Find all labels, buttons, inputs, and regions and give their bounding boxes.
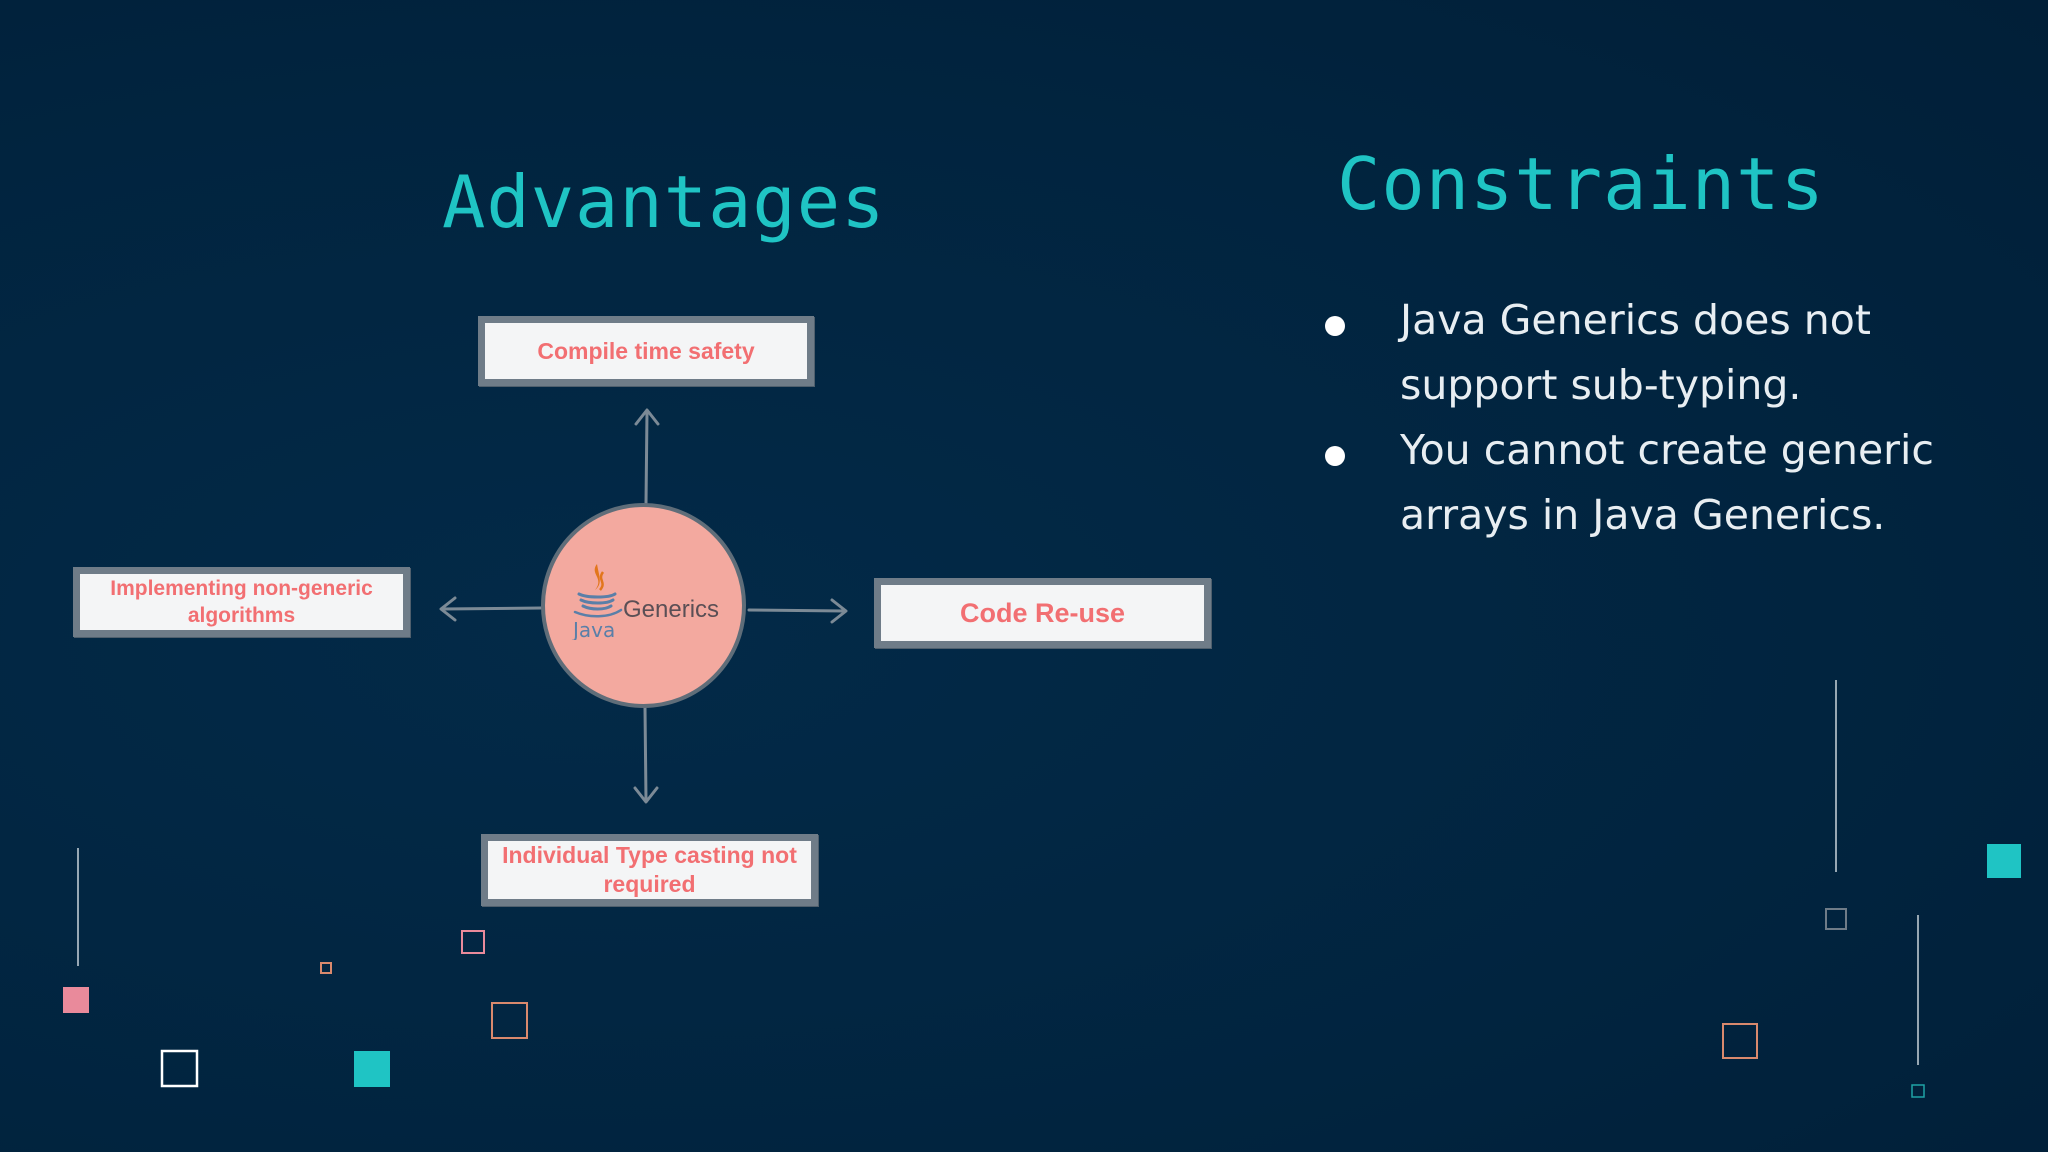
box-non-generic-algorithms: Implementing non-generic algorithms <box>73 567 410 637</box>
list-item-text: Java Generics does not support sub-typin… <box>1400 296 1871 409</box>
constraints-list: Java Generics does not support sub-typin… <box>1325 288 2025 548</box>
list-item: Java Generics does not support sub-typin… <box>1325 288 2025 418</box>
arrow-up-icon <box>634 408 660 505</box>
box-type-casting: Individual Type casting not required <box>481 834 818 906</box>
generics-hub <box>541 503 746 708</box>
constraints-title: Constraints <box>1337 142 1825 226</box>
arrow-right-icon <box>747 598 848 624</box>
list-item: You cannot create generic arrays in Java… <box>1325 418 2025 548</box>
arrow-left-icon <box>439 596 543 622</box>
hub-label: Generics <box>623 596 720 623</box>
advantages-title: Advantages <box>442 160 886 244</box>
java-logo-icon: Java <box>571 564 623 640</box>
list-item-text: You cannot create generic arrays in Java… <box>1400 426 1934 539</box>
box-compile-time-safety: Compile time safety <box>478 316 814 386</box>
bullet-icon <box>1325 446 1345 466</box>
box-code-reuse: Code Re-use <box>874 578 1211 648</box>
svg-text:Java: Java <box>571 618 615 640</box>
bullet-icon <box>1325 316 1345 336</box>
arrow-down-icon <box>633 706 659 804</box>
